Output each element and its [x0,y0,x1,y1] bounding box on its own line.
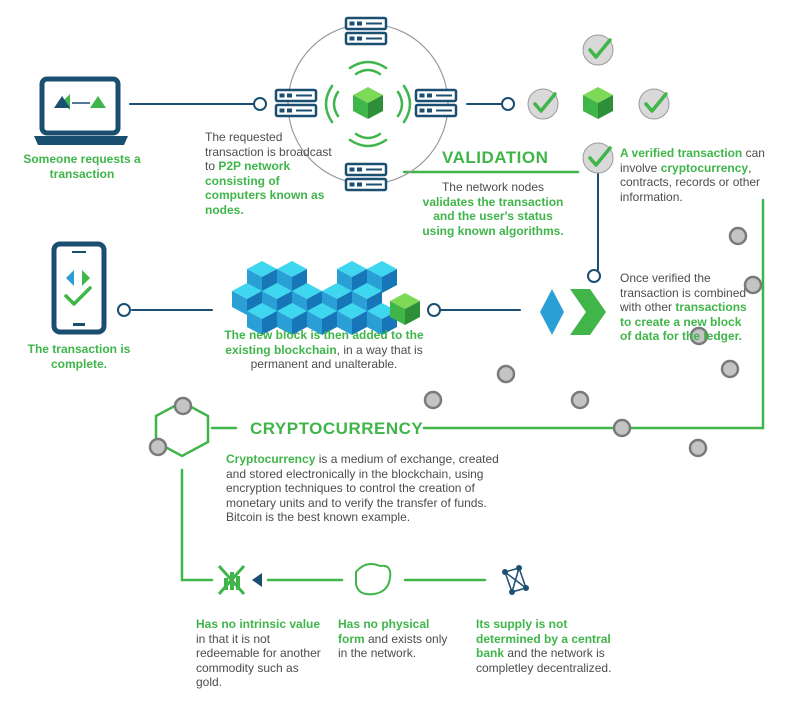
laptop-icon [34,76,128,145]
validation-description: The network nodes validates the transact… [422,180,564,238]
checkmark-icon [637,87,671,121]
checkmark-icon [581,141,615,175]
step-request-label: Someone requests a transaction [23,152,141,181]
server-icon [344,162,388,192]
smartphone-icon [51,241,107,335]
block-added-description: The new block is then added to the exist… [224,328,424,371]
checkmark-icon [526,87,560,121]
feature-intrinsic-value: Has no intrinsic value in that it is not… [196,617,321,689]
blob-shape-icon [355,563,392,596]
chevron-logo-icon [540,289,606,335]
hexagon-icon [154,400,210,458]
connector-nodes [117,97,601,317]
verified-description: A verified transaction can involve crypt… [620,146,765,204]
broadcast-description: The requested transaction is broadcast t… [205,130,332,217]
cryptocurrency-description: Cryptocurrency is a medium of exchange, … [226,452,499,524]
validation-heading: VALIDATION [442,148,549,167]
server-icon [414,88,458,118]
green-cube-icon [583,87,613,119]
no-value-icon [217,565,262,595]
connector-lines [129,103,765,582]
combined-description: Once verified the transaction is combine… [620,271,747,343]
feature-supply: Its supply is not determined by a centra… [476,617,612,675]
cryptocurrency-heading: CRYPTOCURRENCY [250,419,424,438]
network-graph-icon [502,565,529,595]
server-icon [274,88,318,118]
wifi-signal-icon [324,60,412,148]
decorative-dots [148,226,763,458]
server-icon [344,16,388,46]
blockchain-cubes-icon [232,261,420,335]
transaction-complete-label: The transaction is complete. [27,342,131,371]
checkmark-icon [581,33,615,67]
green-cube-icon [353,87,383,119]
feature-physical-form: Has no physical form and exists only in … [338,617,448,660]
